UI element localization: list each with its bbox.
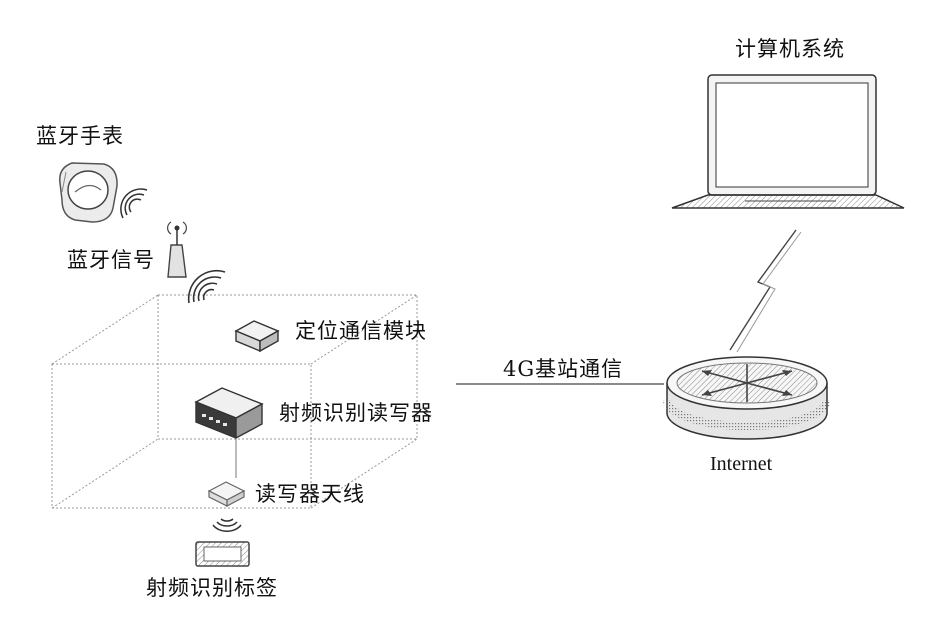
rfid-tag-icon [196, 542, 249, 566]
computer-system-label: 计算机系统 [735, 39, 845, 60]
antenna-waves-icon [213, 519, 241, 531]
bluetooth-beacon-icon [168, 222, 187, 277]
wireless-link-icon [730, 230, 801, 352]
reader-antenna-label: 读写器天线 [255, 484, 365, 505]
router-icon [667, 357, 827, 439]
reader-antenna-icon [209, 482, 244, 506]
rfid-tag-label: 射频识别标签 [146, 578, 278, 599]
rfid-reader-icon [196, 388, 262, 438]
internet-label: Internet [710, 454, 772, 474]
watch-waves-icon [121, 189, 147, 218]
rfid-reader-label: 射频识别读写器 [279, 403, 433, 424]
laptop-icon [672, 75, 904, 208]
signal-waves-icon [189, 271, 225, 303]
positioning-module-label: 定位通信模块 [295, 321, 427, 342]
watch-icon [60, 163, 117, 222]
bluetooth-signal-label: 蓝牙信号 [67, 250, 155, 271]
positioning-module-icon [236, 321, 278, 351]
bluetooth-watch-label: 蓝牙手表 [36, 126, 124, 147]
4g-link-label: 4G基站通信 [503, 359, 623, 380]
